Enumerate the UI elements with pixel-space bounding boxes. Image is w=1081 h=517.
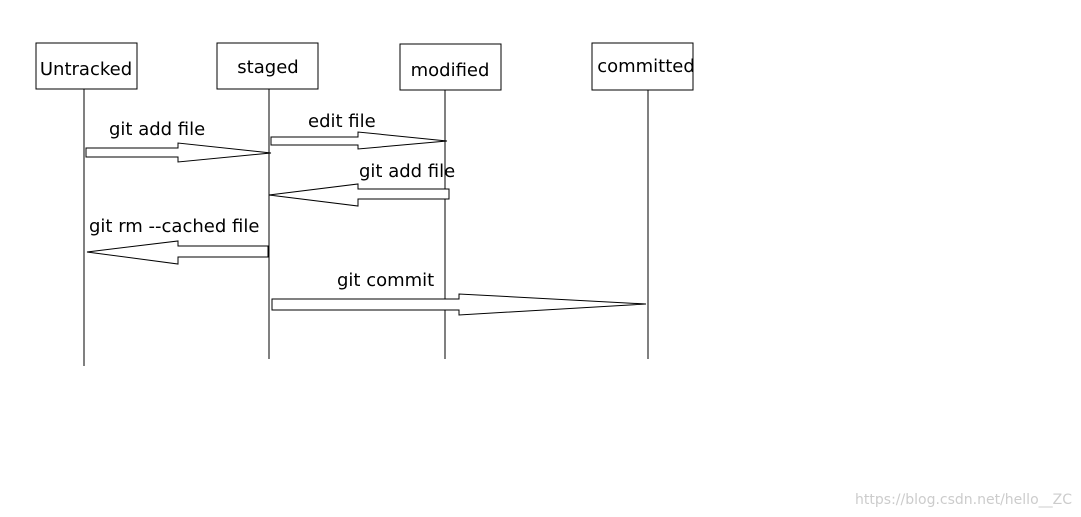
state-committed-box bbox=[591, 42, 694, 91]
transition-modified-to-staged: git add file bbox=[268, 161, 455, 207]
arrow-modified-to-staged bbox=[268, 183, 450, 207]
label-staged-to-modified: edit file bbox=[308, 111, 376, 132]
transition-staged-to-modified: edit file bbox=[270, 111, 448, 150]
arrow-untracked-to-staged bbox=[85, 142, 272, 163]
state-modified-label: modified bbox=[411, 60, 490, 81]
arrow-staged-to-modified bbox=[270, 131, 448, 150]
state-staged: staged bbox=[216, 42, 319, 90]
label-staged-to-untracked: git rm --cached file bbox=[89, 216, 259, 237]
state-staged-box bbox=[216, 42, 319, 90]
state-staged-label: staged bbox=[237, 57, 298, 78]
state-untracked: Untracked bbox=[35, 42, 138, 90]
label-modified-to-staged: git add file bbox=[359, 161, 455, 182]
transition-staged-to-committed: git commit bbox=[271, 270, 647, 316]
label-staged-to-committed: git commit bbox=[337, 270, 434, 291]
arrow-staged-to-committed bbox=[271, 293, 647, 316]
label-untracked-to-staged: git add file bbox=[109, 119, 205, 140]
state-committed-label: committed bbox=[597, 56, 695, 77]
watermark-text: https://blog.csdn.net/hello__ZC bbox=[855, 492, 1072, 508]
state-modified: modified bbox=[399, 43, 502, 91]
arrow-staged-to-untracked bbox=[86, 240, 269, 265]
state-untracked-label: Untracked bbox=[40, 59, 132, 80]
state-modified-box bbox=[399, 43, 502, 91]
state-committed: committed bbox=[591, 42, 695, 91]
transition-untracked-to-staged: git add file bbox=[85, 119, 272, 163]
transition-staged-to-untracked: git rm --cached file bbox=[86, 216, 269, 265]
state-untracked-box bbox=[35, 42, 138, 90]
